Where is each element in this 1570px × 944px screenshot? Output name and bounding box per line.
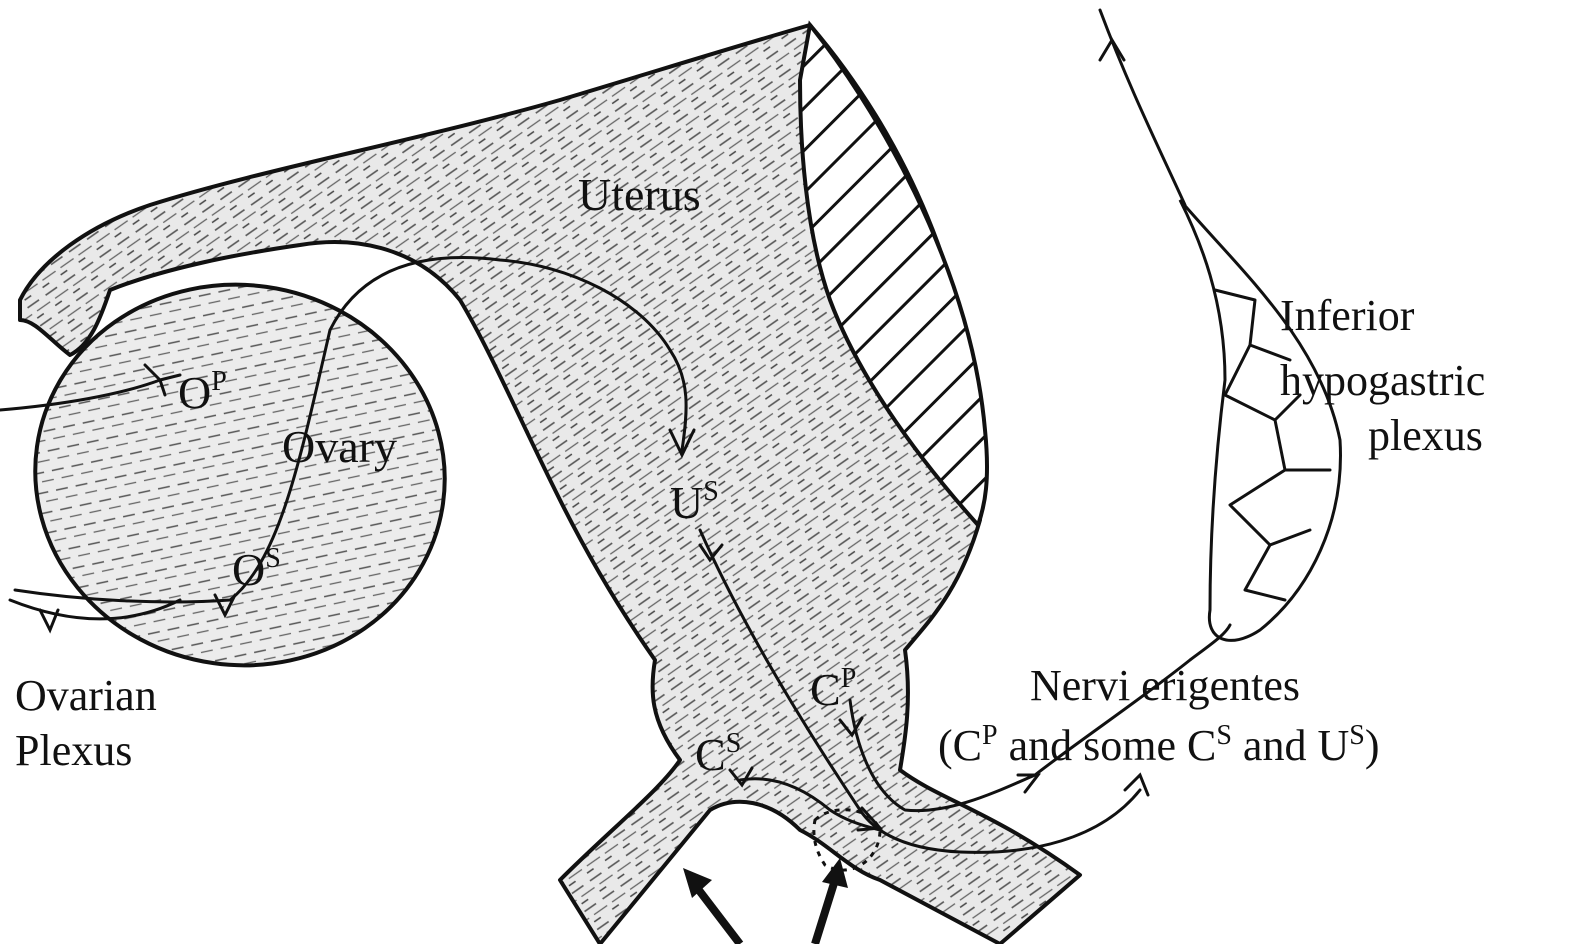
bottom-arrow-right-head	[822, 858, 848, 888]
label-uterus: Uterus	[578, 169, 701, 220]
label-ovary: Ovary	[282, 421, 397, 472]
label-inferior-1: Inferior	[1280, 291, 1415, 340]
label-inferior-3: plexus	[1368, 411, 1483, 460]
label-ovarian-plexus-2: Plexus	[15, 726, 132, 775]
label-nervi-erigentes: Nervi erigentes	[1030, 661, 1300, 710]
inferior-hypogastric-plexus-shape	[1180, 200, 1340, 640]
bottom-arrow-right	[815, 880, 835, 944]
bottom-arrow-left	[695, 885, 740, 944]
label-inferior-2: hypogastric	[1280, 356, 1485, 405]
label-ovarian-plexus-1: Ovarian	[15, 671, 157, 720]
label-nervi-detail: (CP and some CS and US)	[938, 720, 1379, 770]
